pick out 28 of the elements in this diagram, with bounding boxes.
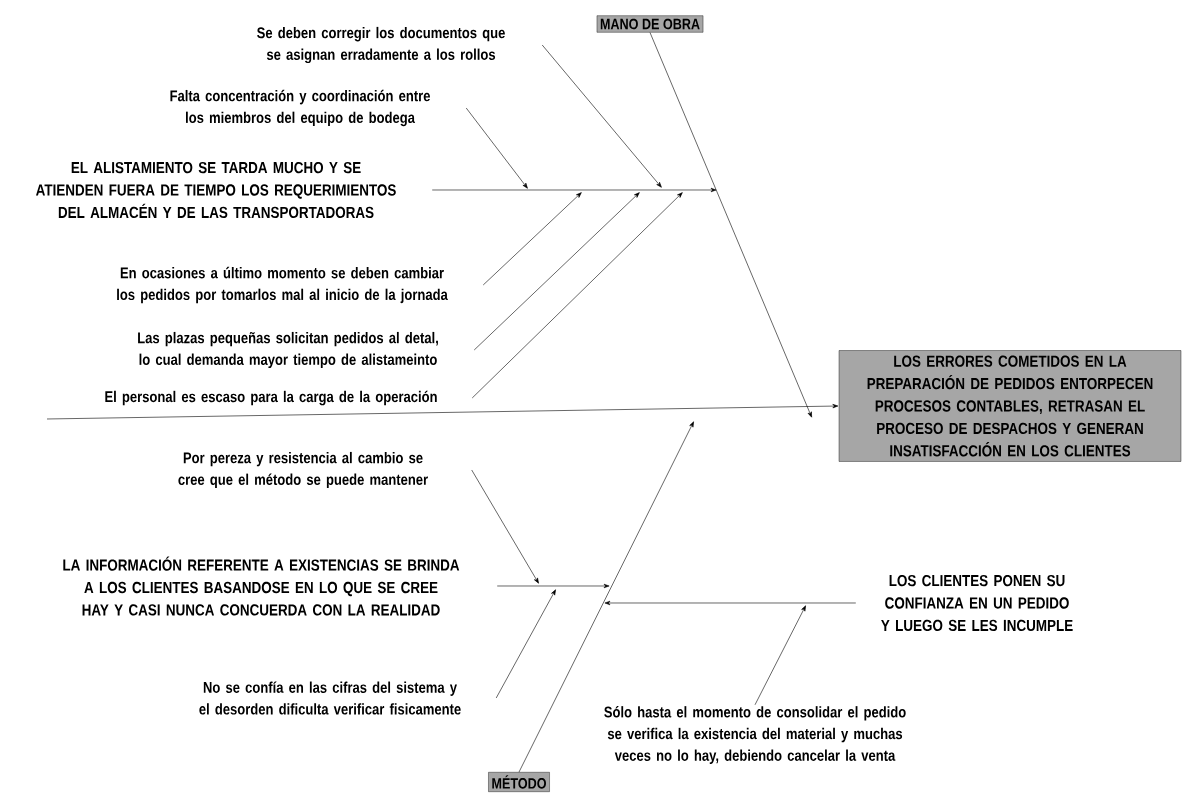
arrow — [465, 107, 528, 189]
category-box: MANO DE OBRA — [596, 15, 704, 33]
arrow — [754, 605, 806, 706]
cause-text: No se confía en las cifras del sistema y el desorden dificulta verificar fisicamente — [199, 681, 461, 715]
cause-text: El personal es escaso para la carga de la operación — [105, 390, 437, 406]
cause-text: EL ALISTAMIENTO SE TARDA MUCHO Y SE ATIENDEN FUERA DE TIEMPO LOS REQUERIMIENTOS DEL ALMACÉN Y DE LAS TRANSPORTADORAS — [36, 161, 396, 219]
arrow — [482, 192, 582, 286]
arrow — [496, 583, 610, 589]
cause-text: Las plazas pequeñas solicitan pedidos al detal, lo cual demanda mayor tiempo de alistameinto — [138, 331, 438, 369]
cause-text: Sólo hasta el momento de consolidar el pedido se verifica la existencia del material y muchas veces no lo hay, debiendo cancelar la venta — [604, 706, 906, 764]
arrow — [471, 192, 683, 399]
arrow — [46, 403, 839, 420]
cause-text: Se deben corregir los documentos que se asignan erradamente a los rollos — [257, 26, 505, 64]
arrow — [471, 469, 539, 584]
cause-text: LA INFORMACIÓN REFERENTE A EXISTENCIAS SE BRINDA A LOS CLIENTES BASANDOSE EN LO QUE SE CREE HAY Y CASI NUNCA CONCUERDA CON LA REALIDAD — [63, 556, 460, 616]
effect-box: LOS ERRORES COMETIDOS EN LA PREPARACIÓN DE PEDIDOS ENTORPECEN PROCESOS CONTABLES, RETRASAN EL PROCESO DE DESPACHOS Y GENERAN INSATISFACCIÓN EN LOS CLIENTES — [838, 350, 1182, 462]
arrow — [604, 600, 857, 606]
arrow — [518, 421, 694, 773]
arrow — [649, 32, 812, 418]
cause-text: LOS CLIENTES PONEN SU CONFIANZA EN UN PEDIDO Y LUEGO SE LES INCUMPLE — [881, 574, 1073, 632]
category-box: MÉTODO — [488, 772, 550, 792]
cause-text: Por pereza y resistencia al cambio se cree que el método se puede mantener — [178, 451, 428, 489]
cause-text: Falta concentración y coordinación entre los miembros del equipo de bodega — [170, 89, 430, 127]
cause-text: En ocasiones a último momento se deben cambiar los pedidos por tomarlos mal al inicio de la jornada — [117, 266, 448, 304]
arrow — [495, 589, 556, 699]
arrow — [473, 192, 640, 351]
arrow — [541, 44, 662, 188]
arrow — [431, 187, 717, 193]
